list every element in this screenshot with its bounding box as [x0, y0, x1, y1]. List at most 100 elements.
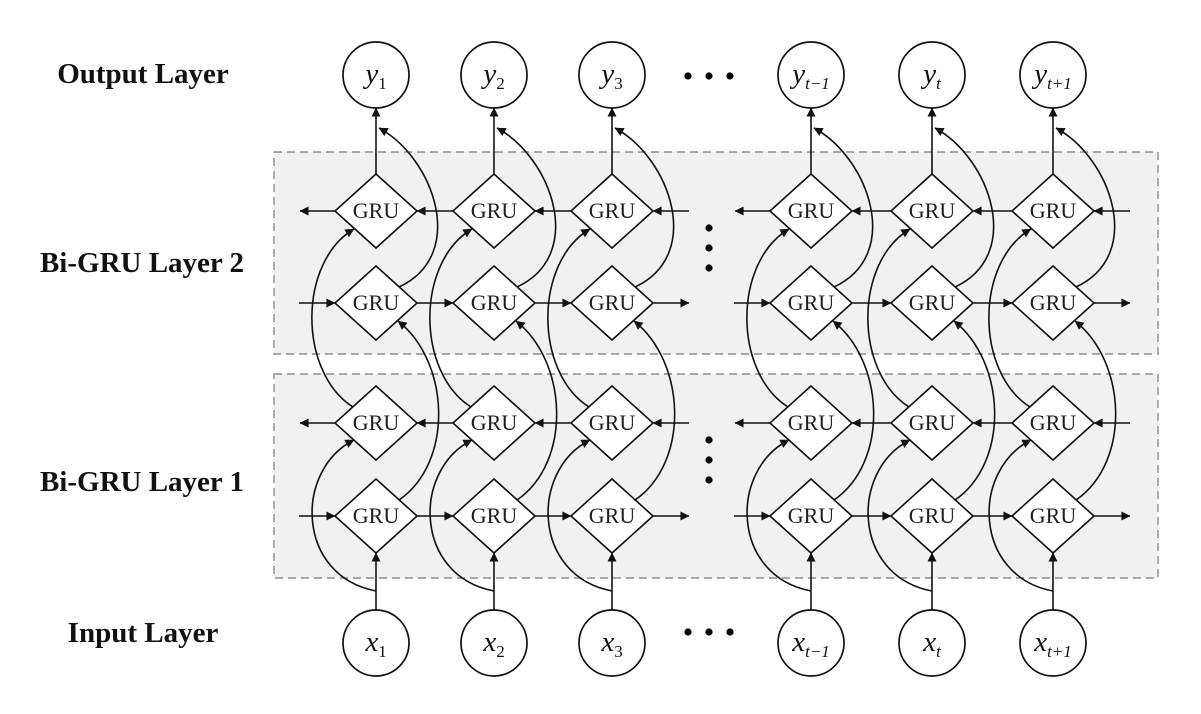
gru-label: GRU — [909, 290, 956, 315]
layer-1-backward-to-layer-2-backward-arc — [746, 228, 790, 408]
input-subscript: 3 — [614, 642, 623, 661]
gru-cell-layer-2-backward: GRU — [889, 172, 975, 250]
input-symbol: x — [1033, 626, 1047, 658]
input-subscript: 2 — [496, 642, 505, 661]
output-subscript: t−1 — [805, 74, 830, 93]
output-node-label: yt — [920, 58, 942, 93]
output-node-circle — [1019, 41, 1087, 109]
gru-cell-layer-2-backward: GRU — [768, 172, 854, 250]
gru-label: GRU — [589, 290, 636, 315]
output-node: y2 — [460, 41, 528, 109]
gru-label: GRU — [788, 198, 835, 223]
layer-1-forward-to-layer-2-forward-arc — [397, 320, 440, 501]
gru-cell-layer-1-forward: GRU — [451, 477, 537, 555]
output-node-circle — [342, 41, 410, 109]
layer-2-forward-to-output-arc — [496, 127, 557, 288]
input-node: xt — [898, 609, 966, 677]
gru-cell-layer-2-backward: GRU — [569, 172, 655, 250]
input-to-layer-1-backward-arc — [988, 439, 1054, 592]
input-subscript: 1 — [378, 642, 387, 661]
output-node-label: y3 — [598, 58, 622, 93]
bi-gru-layer-2-label: Bi-GRU Layer 2 — [40, 247, 244, 279]
output-ellipsis-dot — [684, 72, 692, 80]
gru-cell-layer-2-forward: GRU — [569, 264, 655, 342]
input-node-circle — [1019, 609, 1087, 677]
gru-diamond — [1010, 384, 1096, 462]
gru-diamond — [451, 384, 537, 462]
gru-label: GRU — [1030, 410, 1077, 435]
output-node-circle — [777, 41, 845, 109]
input-ellipsis-dot — [684, 628, 692, 636]
gru-diamond — [889, 172, 975, 250]
gru-cell-layer-1-backward: GRU — [569, 384, 655, 462]
output-node-label: yt−1 — [789, 58, 830, 93]
input-node-label: x2 — [482, 626, 504, 661]
output-node-label: y2 — [480, 58, 504, 93]
input-symbol: x — [922, 626, 936, 658]
gru-diamond — [451, 172, 537, 250]
gru-diamond — [333, 384, 419, 462]
layer-1-backward-to-layer-2-backward-arc — [311, 228, 355, 408]
gru-diamond — [333, 264, 419, 342]
layer-1-ellipsis-dot — [705, 436, 713, 444]
gru-cell-layer-2-backward: GRU — [333, 172, 419, 250]
output-subscript: 1 — [378, 74, 387, 93]
bi-gru-layer-2-box — [273, 151, 1159, 355]
gru-cell-layer-1-forward: GRU — [333, 477, 419, 555]
output-symbol: y — [598, 58, 614, 90]
layer-2-ellipsis-dot — [705, 224, 713, 232]
input-node: x1 — [342, 609, 410, 677]
input-to-layer-1-backward-arc — [867, 439, 933, 592]
input-node-label: xt — [922, 626, 942, 661]
gru-cell-layer-2-forward: GRU — [889, 264, 975, 342]
input-node-circle — [342, 609, 410, 677]
layer-2-forward-to-output-arc — [614, 127, 675, 288]
gru-diamond — [569, 477, 655, 555]
input-to-layer-1-backward-arc — [547, 439, 613, 592]
layer-1-forward-to-layer-2-forward-arc — [832, 320, 875, 501]
gru-cell-layer-1-forward: GRU — [889, 477, 975, 555]
connections — [299, 107, 1131, 610]
layer-1-ellipsis-dot — [705, 476, 713, 484]
input-node: xt−1 — [777, 609, 845, 677]
output-node-label: yt+1 — [1031, 58, 1072, 93]
layer-2-forward-to-output-arc — [813, 127, 874, 288]
gru-cell-layer-2-forward: GRU — [768, 264, 854, 342]
gru-cell-layer-1-forward: GRU — [569, 477, 655, 555]
gru-label: GRU — [471, 290, 518, 315]
input-to-layer-1-backward-arc — [429, 439, 495, 592]
input-symbol: x — [600, 626, 614, 658]
bi-gru-layer-1-label: Bi-GRU Layer 1 — [40, 466, 244, 498]
layer-1-forward-to-layer-2-forward-arc — [1074, 320, 1117, 501]
gru-label: GRU — [909, 198, 956, 223]
input-ellipsis-dot — [705, 628, 713, 636]
gru-diamond — [451, 264, 537, 342]
gru-label: GRU — [788, 290, 835, 315]
gru-label: GRU — [909, 503, 956, 528]
input-node: xt+1 — [1019, 609, 1087, 677]
gru-diamond — [451, 477, 537, 555]
output-node: y3 — [578, 41, 646, 109]
gru-diamond — [1010, 477, 1096, 555]
output-subscript: t+1 — [1047, 74, 1072, 93]
layer-1-backward-to-layer-2-backward-arc — [988, 228, 1032, 408]
input-node-label: xt−1 — [791, 626, 830, 661]
gru-cell-layer-1-backward: GRU — [889, 384, 975, 462]
output-symbol: y — [920, 58, 936, 90]
gru-cells: GRU GRU GRU GRU GRU GRU GRU GRU GRU GRU GRU GRU GRU G… — [333, 172, 1096, 555]
output-ellipsis-dot — [726, 72, 734, 80]
input-to-layer-1-backward-arc — [311, 439, 377, 592]
layer-2-forward-to-output-arc — [378, 127, 439, 288]
input-node: x3 — [578, 609, 646, 677]
input-to-layer-1-backward-arc — [746, 439, 812, 592]
input-node-circle — [777, 609, 845, 677]
gru-cell-layer-1-forward: GRU — [768, 477, 854, 555]
input-symbol: x — [791, 626, 805, 658]
gru-label: GRU — [1030, 198, 1077, 223]
output-node-circle — [898, 41, 966, 109]
gru-diamond — [569, 264, 655, 342]
gru-diamond — [333, 172, 419, 250]
input-symbol: x — [482, 626, 496, 658]
gru-diamond — [569, 384, 655, 462]
